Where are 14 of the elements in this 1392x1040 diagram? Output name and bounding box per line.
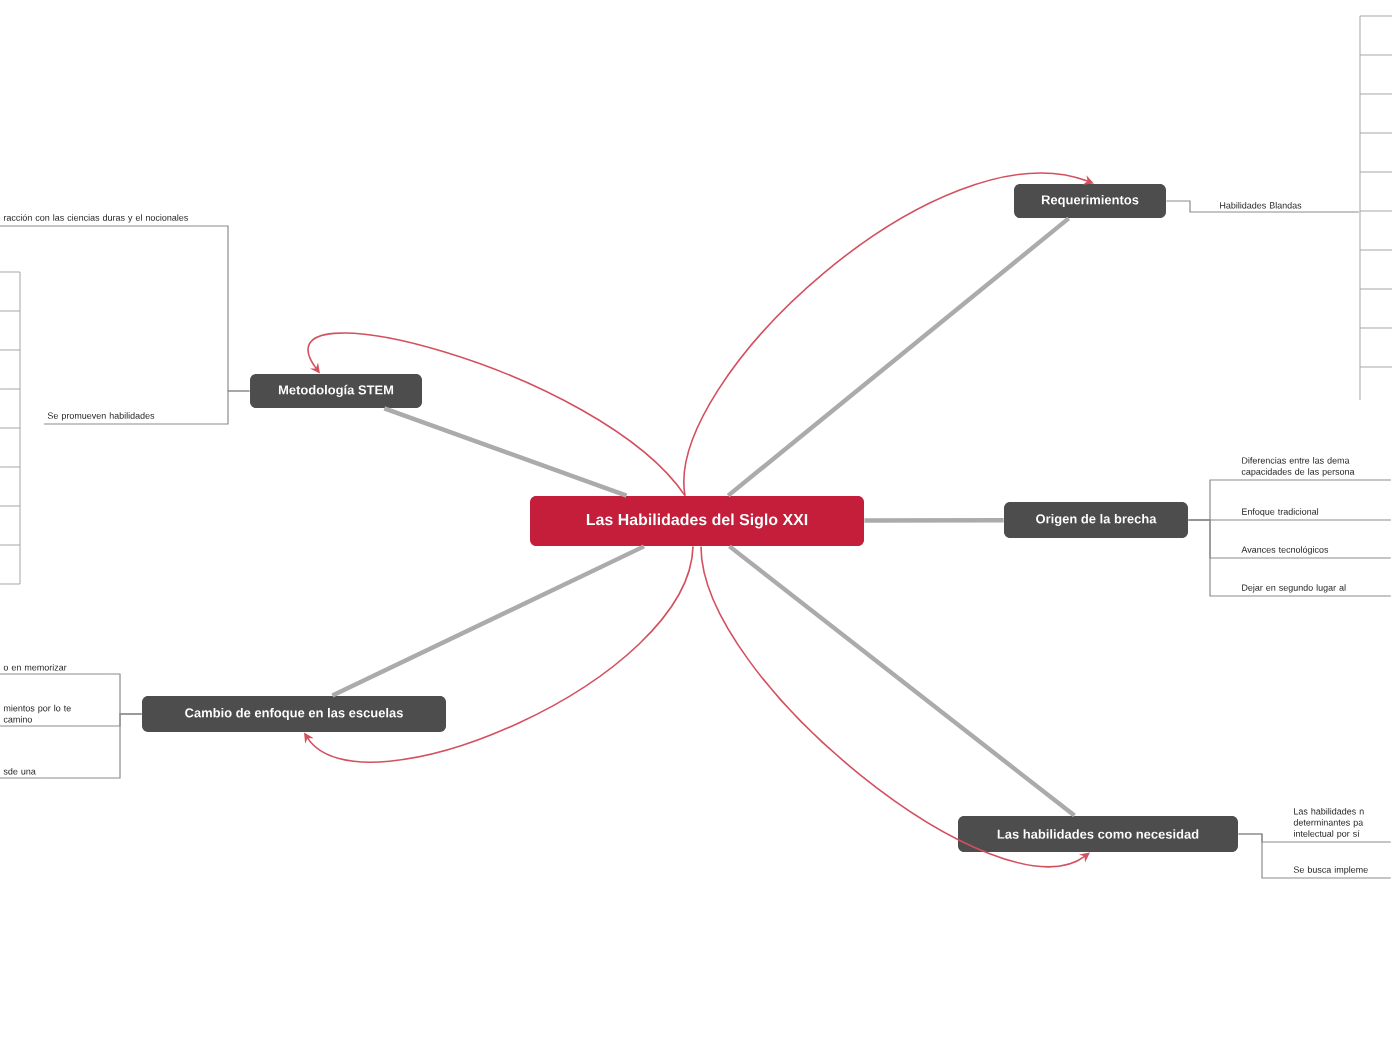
branch-line [210, 390, 251, 425]
connector-line [728, 544, 1076, 818]
relation-arrow [307, 332, 686, 497]
connector-line [331, 544, 645, 698]
connector-line [726, 216, 1071, 498]
branch-line [46, 713, 143, 779]
branch-line [1187, 519, 1239, 597]
branch-line [1165, 200, 1217, 213]
relation-arrow [684, 172, 1094, 497]
relation-arrow [700, 545, 1090, 867]
relation-arrow [304, 545, 694, 763]
connector-line [864, 518, 1004, 523]
connector-line [383, 406, 628, 498]
branch-line [1237, 833, 1291, 879]
